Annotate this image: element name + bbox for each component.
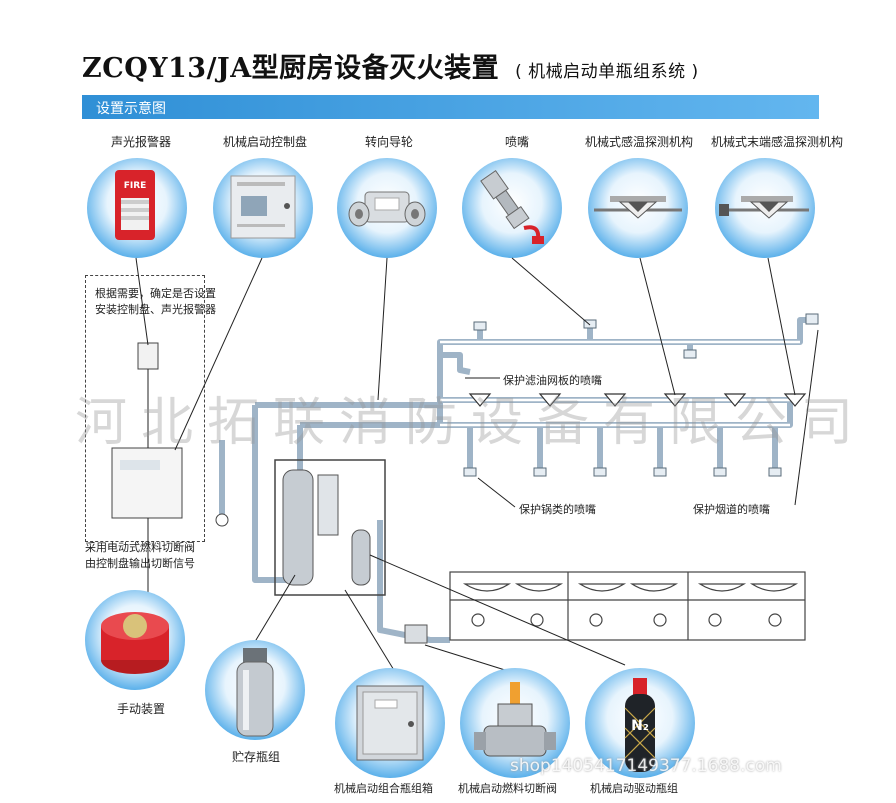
alarm-photo: FIRE xyxy=(87,158,187,258)
manual-device-icon xyxy=(101,612,169,674)
n2-text: N₂ xyxy=(631,718,649,734)
title-sub: ( 机械启动单瓶组系统 ) xyxy=(515,62,699,82)
end-detector-photo xyxy=(715,158,815,258)
section-header: 设置示意图 xyxy=(82,95,819,119)
callout-pot: 保护锅类的喷嘴 xyxy=(519,503,596,516)
fuel-valve-photo xyxy=(460,668,570,778)
pot-nozzles xyxy=(463,313,819,477)
optional-equipment-box xyxy=(85,275,205,542)
nozzle-icon xyxy=(480,169,544,244)
fuel-valve-on-line xyxy=(404,624,428,644)
storage-cylinder xyxy=(282,469,314,586)
callout-flue: 保护烟道的喷嘴 xyxy=(693,503,770,516)
shop-url: shop1405417149377.1688.com xyxy=(510,756,782,776)
fuel-valve-icon xyxy=(474,682,556,757)
manual-device-photo xyxy=(85,590,185,690)
cabinet-photo xyxy=(335,668,445,778)
drive-bottle-photo: N₂ xyxy=(585,668,695,778)
bottom-note-line2: 由控制盘输出切断信号 xyxy=(85,557,195,570)
label-pulley: 转向导轮 xyxy=(365,135,414,149)
alarm-fire-text: FIRE xyxy=(124,181,147,191)
small-panel-display xyxy=(120,460,160,470)
control-panel-icon xyxy=(230,175,296,239)
dashbox-note-line1: 根据需要，确定是否设置 xyxy=(95,287,216,300)
label-drive-bottle: 机械启动驱动瓶组 xyxy=(590,782,678,795)
pulley-photo xyxy=(337,158,437,258)
dashbox-note: 根据需要，确定是否设置 安装控制盘、声光报警器 xyxy=(95,286,216,318)
storage-bottle-photo xyxy=(205,640,305,740)
label-control-panel: 机械启动控制盘 xyxy=(223,135,308,149)
dashbox-note-line2: 安装控制盘、声光报警器 xyxy=(95,303,216,316)
drive-cylinder xyxy=(351,529,371,586)
small-manual-device xyxy=(215,513,229,527)
label-fuel-valve: 机械启动燃料切断阀 xyxy=(458,782,557,795)
pulley-icon xyxy=(348,191,426,227)
storage-bottle-icon xyxy=(236,648,274,737)
end-detector-icon xyxy=(719,196,809,219)
label-nozzle: 喷嘴 xyxy=(505,135,530,149)
label-storage-bottle: 贮存瓶组 xyxy=(232,750,281,764)
watermark: 河北拓联消防设备有限公司 xyxy=(75,393,868,453)
alarm-icon: FIRE xyxy=(115,170,155,240)
label-end-detector: 机械式末端感温探测机构 xyxy=(711,135,844,149)
cabinet-icon xyxy=(356,685,424,761)
callout-filter: 保护滤油网板的喷嘴 xyxy=(503,374,602,387)
cooking-range xyxy=(449,571,806,641)
temp-detector-photo xyxy=(588,158,688,258)
label-temp-detector: 机械式感温探测机构 xyxy=(585,135,694,149)
valve-assembly xyxy=(317,474,339,536)
cabinet-outline xyxy=(274,459,386,596)
section-header-label: 设置示意图 xyxy=(96,101,166,117)
label-alarm: 声光报警器 xyxy=(111,135,172,149)
small-alarm-device xyxy=(137,342,159,370)
control-panel-photo xyxy=(213,158,313,258)
title-main: ZCQY13/JA型厨房设备灭火装置 xyxy=(82,53,500,84)
temp-detector-icon xyxy=(594,196,682,219)
label-manual: 手动装置 xyxy=(117,702,166,716)
leader-lines xyxy=(135,257,819,681)
detector-row xyxy=(468,393,807,407)
bottom-note: 采用电动式燃料切断阀 由控制盘输出切断信号 xyxy=(85,540,195,572)
small-control-panel xyxy=(111,447,183,519)
label-cabinet: 机械启动组合瓶组箱 xyxy=(334,782,433,795)
drive-bottle-icon: N₂ xyxy=(624,678,656,772)
nozzle-photo xyxy=(462,158,562,258)
bottom-note-line1: 采用电动式燃料切断阀 xyxy=(85,541,195,554)
page-title: ZCQY13/JA型厨房设备灭火装置 ( 机械启动单瓶组系统 ) xyxy=(82,46,699,85)
